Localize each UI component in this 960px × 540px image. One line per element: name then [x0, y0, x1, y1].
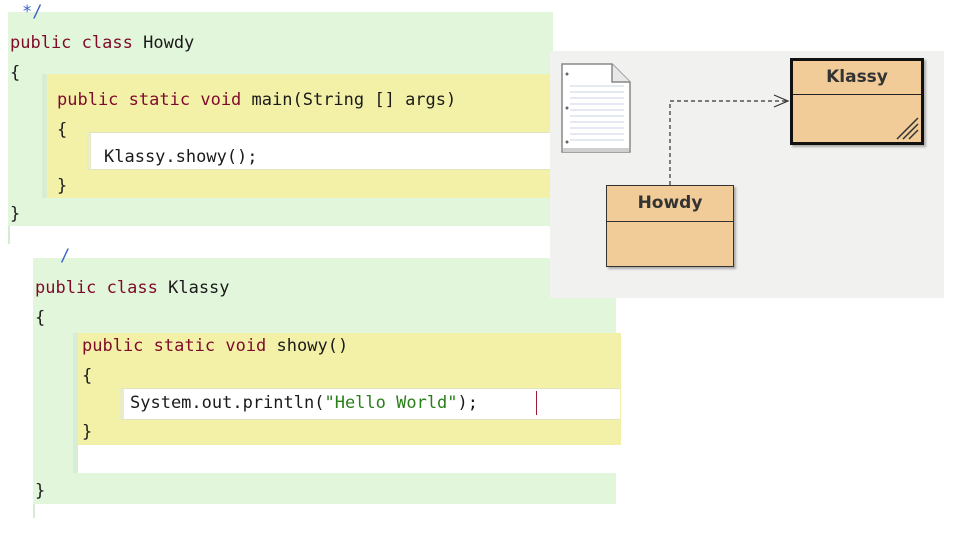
- keyword-void: void: [200, 90, 242, 110]
- keyword-void: void: [225, 336, 267, 356]
- uml-class-name: Klassy: [793, 61, 921, 95]
- keyword-public: public: [10, 33, 72, 53]
- main-method-signature[interactable]: public static void main(String [] args): [57, 90, 456, 110]
- uml-class-howdy[interactable]: Howdy: [606, 185, 734, 267]
- open-brace: {: [10, 63, 21, 83]
- klassy-class-declaration[interactable]: public class Klassy: [35, 278, 230, 298]
- method-close-brace: }: [82, 422, 93, 442]
- close-brace: }: [35, 481, 46, 501]
- showy-method-signature[interactable]: public static void showy(): [82, 336, 348, 356]
- method-open-brace: {: [82, 366, 93, 386]
- method-signature: showy(): [276, 336, 349, 356]
- editor-gutter-mark: [33, 504, 35, 518]
- keyword-public: public: [82, 336, 144, 356]
- println-call: System.out.println(: [130, 393, 325, 413]
- keyword-class: class: [106, 278, 158, 298]
- comment-end: /: [60, 246, 71, 266]
- keyword-class: class: [81, 33, 133, 53]
- resize-grip-icon[interactable]: [893, 114, 919, 140]
- keyword-public: public: [57, 90, 119, 110]
- howdy-class-declaration[interactable]: public class Howdy: [10, 33, 194, 53]
- statement-end: );: [457, 393, 479, 413]
- close-brace: }: [10, 204, 21, 224]
- uml-class-name: Howdy: [607, 186, 733, 222]
- println-statement[interactable]: System.out.println("Hello World");: [130, 393, 478, 413]
- uml-class-klassy[interactable]: Klassy: [790, 58, 924, 145]
- document-note-icon[interactable]: [560, 62, 634, 156]
- method-open-brace: {: [57, 120, 68, 140]
- text-caret: [536, 391, 537, 415]
- method-close-brace: }: [57, 176, 68, 196]
- keyword-public: public: [35, 278, 97, 298]
- klassy-method-tail: [73, 445, 621, 473]
- keyword-static: static: [153, 336, 216, 356]
- keyword-static: static: [128, 90, 191, 110]
- editor-gutter-mark: [8, 226, 10, 244]
- class-name: Klassy: [168, 278, 230, 298]
- class-name: Howdy: [143, 33, 195, 53]
- string-literal: "Hello World": [324, 393, 458, 413]
- showy-call-statement[interactable]: Klassy.showy();: [104, 147, 258, 167]
- comment-end: */: [22, 2, 43, 22]
- method-signature: main(String [] args): [251, 90, 457, 110]
- howdy-statement-block[interactable]: [87, 132, 551, 170]
- open-brace: {: [35, 308, 46, 328]
